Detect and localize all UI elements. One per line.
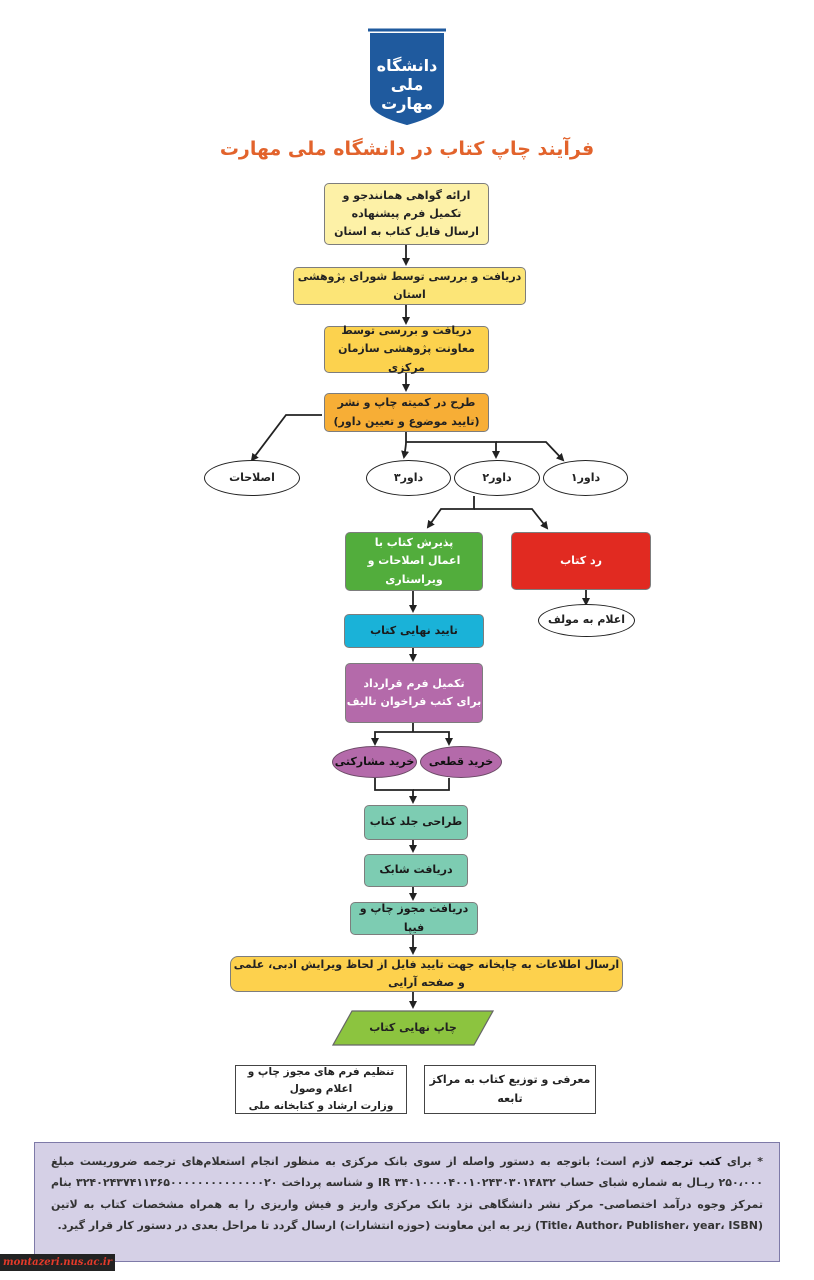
step-central-review-line2: معاونت پژوهشی سازمان مرکزی xyxy=(338,342,475,374)
step-introduce-distribute: معرفی و توزیع کتاب به مراکز تابعه xyxy=(424,1065,596,1114)
node-reviewer-2-label: داور۲ xyxy=(482,470,512,484)
step-permit-forms: تنظیم فرم های مجوز چاپ و اعلام وصول وزار… xyxy=(235,1065,407,1114)
node-corrections: اصلاحات xyxy=(204,460,300,496)
note-body: لازم است؛ باتوجه به دستور واصله از سوی ب… xyxy=(51,1155,763,1233)
step-print-permit-label: دریافت مجوز چاپ و فیپا xyxy=(359,902,469,934)
step-submit-proposal-line1: ارائه گواهی همانندجو و xyxy=(342,188,471,202)
logo-caption: دانشگاه ملی مهارت xyxy=(363,56,451,114)
step-permit-forms-line1: تنظیم فرم های مجوز چاپ و اعلام وصول xyxy=(247,1065,395,1095)
step-send-to-printer: ارسال اطلاعات به چاپخانه جهت تایید فایل … xyxy=(230,956,623,992)
step-introduce-distribute-label: معرفی و توزیع کتاب به مراکز تابعه xyxy=(429,1073,591,1105)
university-logo xyxy=(368,28,446,126)
node-reviewer-2: داور۲ xyxy=(454,460,540,496)
step-contract-form: تکمیل فرم قرارداد برای کتب فراخوان تالیف xyxy=(345,663,483,723)
arrow-to-reviewer2 xyxy=(406,441,500,459)
step-submit-proposal-line2: تکمیل فرم پیشنهاده xyxy=(351,206,462,220)
step-accept-book-line1: پذیرش کتاب با xyxy=(374,536,454,550)
arrow-purchase-cover xyxy=(374,778,417,804)
step-accept-book-line2: اعمال اصلاحات و ویراستاری xyxy=(367,554,461,586)
node-purchase-partnership: خرید مشارکتی xyxy=(332,746,417,778)
step-receive-isbn: دریافت شابک xyxy=(364,854,468,887)
step-contract-form-line1: تکمیل فرم قرارداد xyxy=(363,676,465,690)
arrow-purchase-cover-2 xyxy=(413,778,450,791)
step-cover-design: طراحی جلد کتاب xyxy=(364,805,468,840)
step-central-review: دریافت و بررسی توسط معاونت پژوهشی سازمان… xyxy=(324,324,489,374)
step-provincial-review-label: دریافت و بررسی توسط شورای پژوهشی استان xyxy=(297,269,522,301)
step-publishing-committee-line2: (تایید موضوع و تعیین داور) xyxy=(333,414,480,428)
step-final-approval: تایید نهایی کتاب xyxy=(344,614,484,648)
node-reviewer-1: داور۱ xyxy=(543,460,628,496)
step-print-permit: دریافت مجوز چاپ و فیپا xyxy=(350,902,478,935)
final-print-shape xyxy=(332,1010,494,1046)
step-publishing-committee: طرح در کمیته چاپ و نشر (تایید موضوع و تع… xyxy=(324,393,489,432)
step-publishing-committee-line1: طرح در کمیته چاپ و نشر xyxy=(337,396,476,410)
node-notify-author: اعلام به مولف xyxy=(538,604,635,637)
node-reviewer-3-label: داور۳ xyxy=(393,470,424,484)
arrow-s4-corrections xyxy=(250,414,322,462)
step-submit-proposal-line3: ارسال فایل کتاب به استان xyxy=(334,225,479,239)
arrow-to-reviewer3 xyxy=(401,441,410,459)
note-star: * xyxy=(757,1155,763,1168)
step-provincial-review: دریافت و بررسی توسط شورای پژوهشی استان xyxy=(293,267,526,305)
node-reviewer-3: داور۳ xyxy=(366,460,451,496)
logo-caption-line2: مهارت xyxy=(381,94,433,114)
step-send-to-printer-label: ارسال اطلاعات به چاپخانه جهت تایید فایل … xyxy=(233,957,620,989)
arrow-reviewers-reject xyxy=(474,508,549,530)
note-lead: برای xyxy=(726,1155,752,1168)
step-contract-form-line2: برای کتب فراخوان تالیف xyxy=(346,695,482,708)
step-final-print: چاپ نهایی کتاب xyxy=(332,1010,494,1046)
node-reviewer-1-label: داور۱ xyxy=(570,470,601,484)
arrow-to-partnership xyxy=(371,731,413,746)
step-cover-design-label: طراحی جلد کتاب xyxy=(369,815,463,829)
arrow-to-reviewer1 xyxy=(496,441,565,462)
page-title: فرآیند چاپ کتاب در دانشگاه ملی مهارت xyxy=(219,138,595,160)
step-central-review-line1: دریافت و بررسی توسط xyxy=(341,324,472,338)
step-accept-book: پذیرش کتاب با اعمال اصلاحات و ویراستاری xyxy=(345,532,483,591)
step-final-approval-label: تایید نهایی کتاب xyxy=(370,623,458,637)
node-corrections-label: اصلاحات xyxy=(229,470,275,484)
step-permit-forms-line2: وزارت ارشاد و کتابخانه ملی xyxy=(248,1100,394,1113)
logo-caption-line1: دانشگاه ملی xyxy=(376,56,438,95)
step-receive-isbn-label: دریافت شابک xyxy=(379,863,453,877)
arrow-reviewers-split xyxy=(426,496,475,529)
arrow-to-definite xyxy=(413,731,453,746)
step-final-print-label: چاپ نهایی کتاب xyxy=(369,1020,457,1034)
node-purchase-partnership-label: خرید مشارکتی xyxy=(334,754,415,768)
note-highlight: کتب ترجمه xyxy=(660,1155,722,1168)
node-notify-author-label: اعلام به مولف xyxy=(547,613,626,627)
step-reject-book: رد کتاب xyxy=(511,532,651,590)
node-purchase-definite-label: خرید قطعی xyxy=(428,754,494,768)
step-reject-book-label: رد کتاب xyxy=(560,553,602,567)
node-purchase-definite: خرید قطعی xyxy=(420,746,502,778)
translation-note: * برای کتب ترجمه لازم است؛ باتوجه به دست… xyxy=(34,1142,780,1262)
site-watermark: montazeri.nus.ac.ir xyxy=(0,1254,115,1271)
step-submit-proposal: ارائه گواهی همانندجو و تکمیل فرم پیشنهاد… xyxy=(324,183,489,245)
